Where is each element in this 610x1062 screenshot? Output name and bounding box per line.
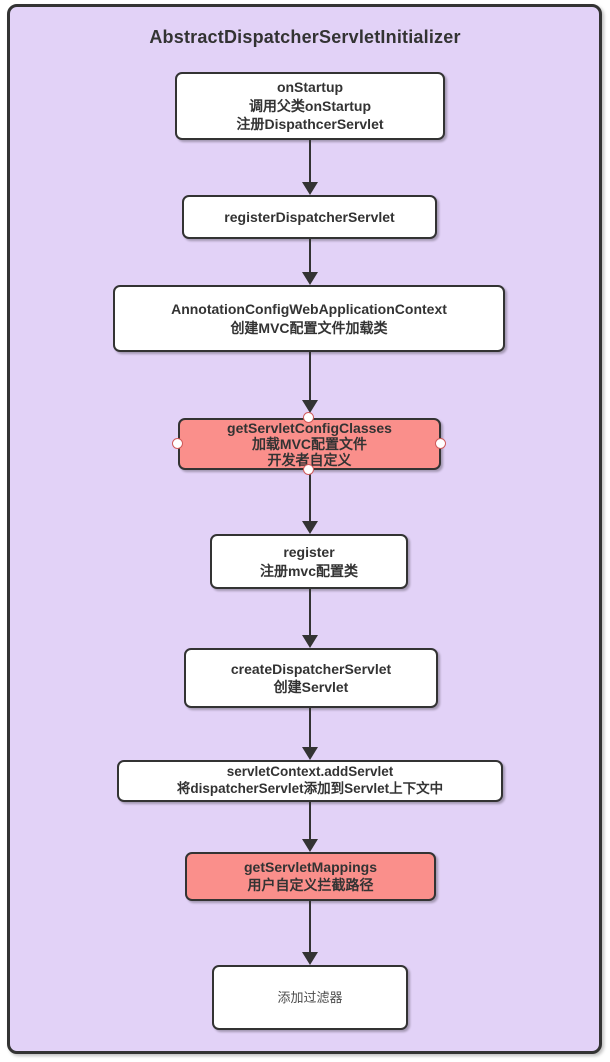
- arrow-shaft: [309, 589, 311, 635]
- flow-node-servlet-context-add-servlet[interactable]: servletContext.addServlet 将dispatcherSer…: [117, 760, 503, 802]
- arrow-shaft: [309, 239, 311, 272]
- node-text-line: 开发者自定义: [267, 452, 352, 469]
- diagram-title: AbstractDispatcherServletInitializer: [149, 27, 461, 47]
- connection-handle-bottom[interactable]: [303, 464, 314, 475]
- node-text-line: 添加过滤器: [277, 989, 343, 1005]
- node-text-line: getServletMappings: [243, 859, 378, 875]
- arrow-shaft: [309, 471, 311, 521]
- arrow-shaft: [309, 352, 311, 400]
- node-text-line: AnnotationConfigWebApplicationContext: [171, 301, 447, 318]
- node-text-line: getServletConfigClasses: [227, 419, 392, 436]
- flow-node-onstartup[interactable]: onStartup 调用父类onStartup 注册DispathcerServ…: [175, 72, 445, 140]
- flow-node-get-servlet-config-classes[interactable]: getServletConfigClasses 加载MVC配置文件 开发者自定义: [178, 418, 441, 470]
- flow-node-add-filter[interactable]: 添加过滤器: [212, 965, 408, 1030]
- arrow-head-icon: [302, 272, 318, 285]
- node-text-line: 创建MVC配置文件加载类: [230, 319, 388, 336]
- arrow-head-icon: [302, 635, 318, 648]
- node-text-line: createDispatcherServlet: [230, 660, 392, 677]
- arrow-head-icon: [302, 839, 318, 852]
- node-text-line: 创建Servlet: [273, 679, 349, 695]
- node-text-line: 加载MVC配置文件: [251, 435, 368, 452]
- node-text-line: 用户自定义拦截路径: [247, 876, 374, 893]
- flow-node-annotation-config-web-application-context[interactable]: AnnotationConfigWebApplicationContext 创建…: [113, 285, 505, 352]
- node-text-line: 将dispatcherServlet添加到Servlet上下文中: [176, 781, 444, 796]
- flow-node-register-dispatcher-servlet[interactable]: registerDispatcherServlet: [182, 195, 437, 239]
- arrow-shaft: [309, 708, 311, 747]
- connection-handle-top[interactable]: [303, 412, 314, 423]
- node-text-line: register: [283, 544, 335, 561]
- flow-node-register[interactable]: register 注册mvc配置类: [210, 534, 408, 589]
- arrow-shaft: [309, 802, 311, 839]
- arrow-shaft: [309, 140, 311, 182]
- connection-handle-right[interactable]: [435, 438, 446, 449]
- connection-handle-left[interactable]: [172, 438, 183, 449]
- arrow-head-icon: [302, 747, 318, 760]
- arrow-shaft: [309, 901, 311, 952]
- arrow-head-icon: [302, 521, 318, 534]
- node-text-line: registerDispatcherServlet: [224, 208, 395, 225]
- node-text-line: onStartup: [276, 79, 344, 96]
- node-text-line: 调用父类onStartup: [248, 97, 372, 114]
- flow-node-create-dispatcher-servlet[interactable]: createDispatcherServlet 创建Servlet: [184, 648, 438, 708]
- flow-node-get-servlet-mappings[interactable]: getServletMappings 用户自定义拦截路径: [185, 852, 436, 901]
- node-text-line: 注册DispathcerServlet: [236, 116, 384, 133]
- arrow-head-icon: [302, 400, 318, 413]
- node-text-line: servletContext.addServlet: [226, 764, 394, 780]
- arrow-head-icon: [302, 952, 318, 965]
- node-text-line: 注册mvc配置类: [259, 562, 359, 579]
- arrow-head-icon: [302, 182, 318, 195]
